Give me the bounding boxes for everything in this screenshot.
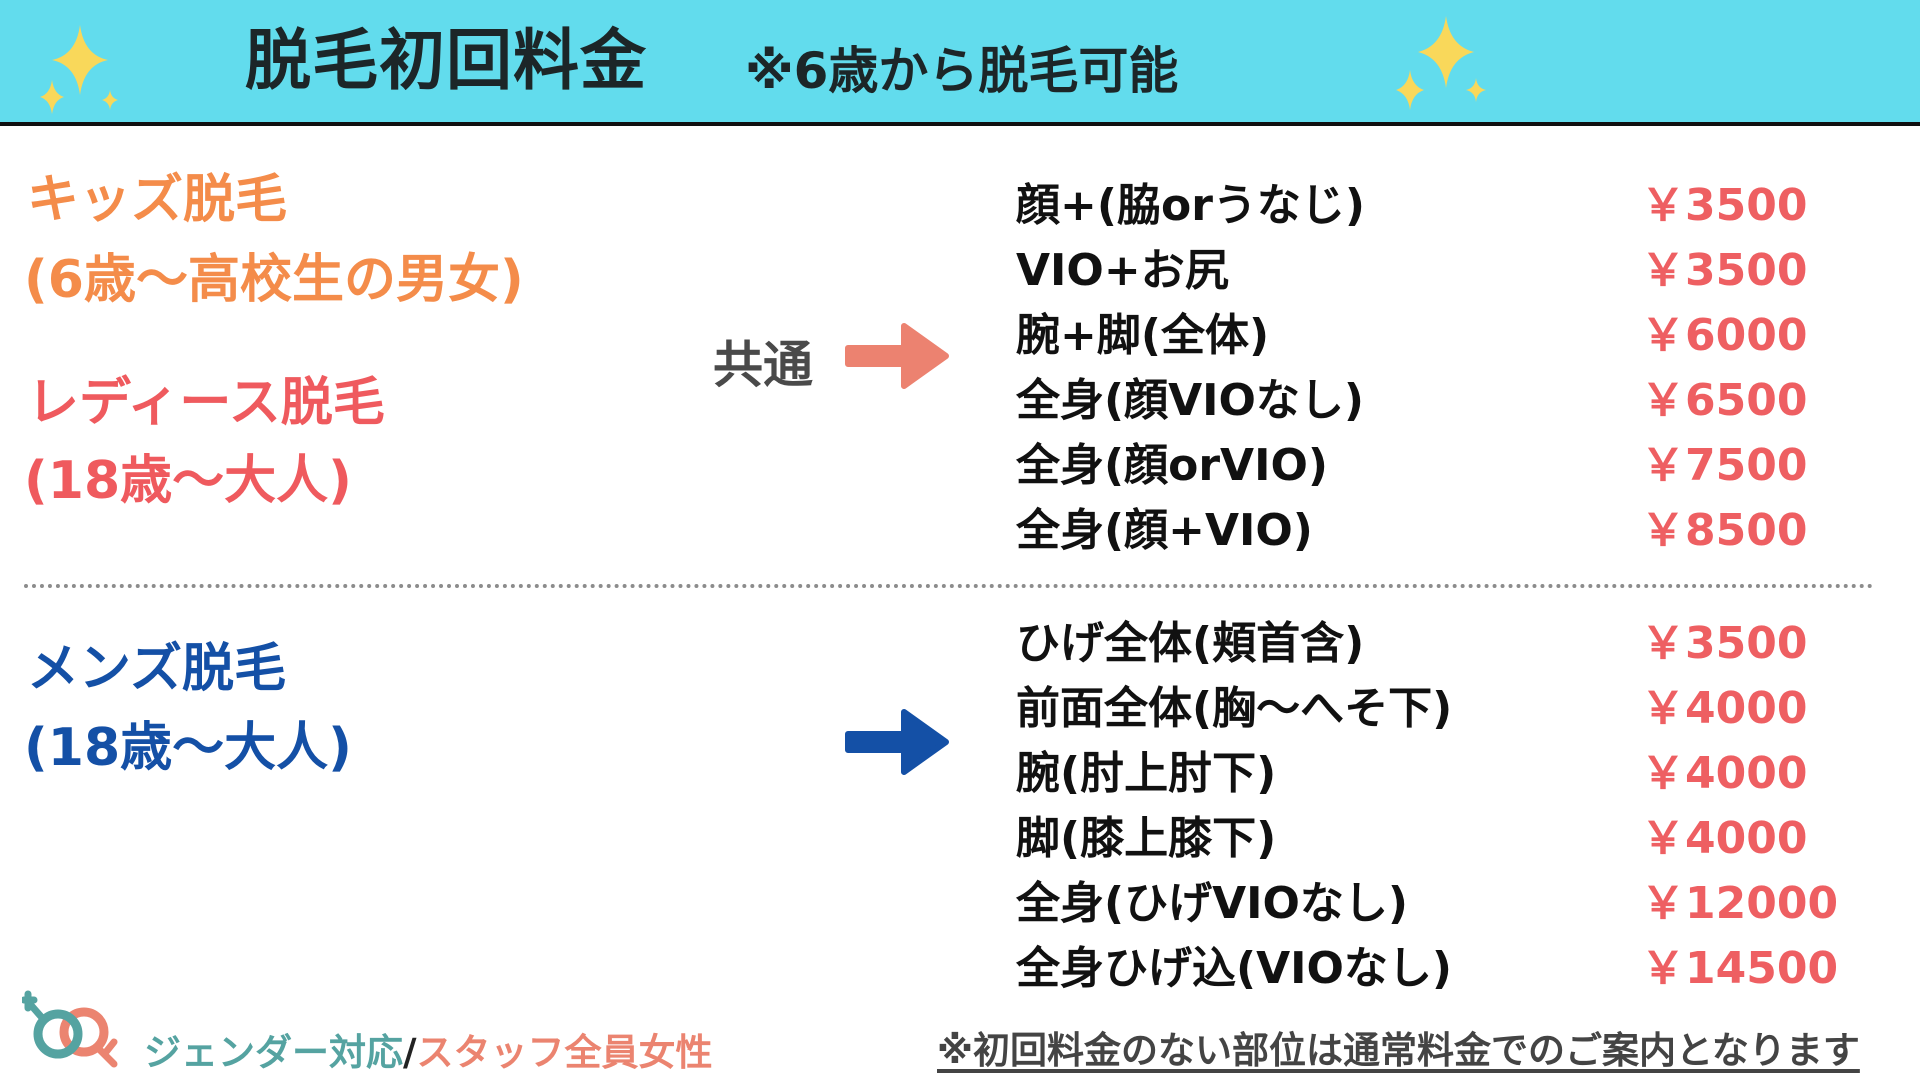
price-value: ￥6000	[1641, 309, 1808, 361]
mens-age-range: (18歳〜大人)	[24, 718, 352, 778]
price-row: 腕+脚(全体) ￥6000	[1016, 298, 1876, 363]
treatment-label: 全身ひげ込(VIOなし)	[1016, 942, 1453, 994]
mens-category-title: メンズ脱毛	[27, 639, 286, 699]
treatment-label: 前面全体(胸〜へそ下)	[1016, 682, 1453, 734]
price-value: ￥4000	[1641, 747, 1808, 799]
price-row: ひげ全体(頬首含) ￥3500	[1016, 606, 1876, 671]
mens-price-list: ひげ全体(頬首含) ￥3500 前面全体(胸〜へそ下) ￥4000 腕(肘上肘下) ￥…	[1016, 606, 1876, 996]
price-row: 前面全体(胸〜へそ下) ￥4000	[1016, 671, 1876, 736]
separator: /	[403, 1031, 417, 1074]
price-value: ￥8500	[1641, 504, 1808, 556]
kids-age-range: (6歳〜高校生の男女)	[24, 250, 524, 310]
sparkle-icon	[40, 25, 118, 114]
price-row: 顔+(脇orうなじ) ￥3500	[1016, 168, 1876, 233]
price-row: 全身ひげ込(VIOなし) ￥14500	[1016, 931, 1876, 996]
price-value: ￥12000	[1641, 877, 1839, 929]
header-banner: 脱毛初回料金 ※6歳から脱毛可能	[0, 0, 1920, 126]
price-value: ￥4000	[1641, 812, 1808, 864]
treatment-label: 脚(膝上膝下)	[1016, 812, 1277, 864]
price-row: 脚(膝上膝下) ￥4000	[1016, 801, 1876, 866]
treatment-label: 腕+脚(全体)	[1016, 309, 1270, 361]
price-value: ￥14500	[1641, 942, 1839, 994]
gender-symbol-icon	[22, 990, 118, 1068]
treatment-label: 顔+(脇orうなじ)	[1016, 179, 1366, 231]
price-value: ￥3500	[1641, 617, 1808, 669]
price-row: 腕(肘上肘下) ￥4000	[1016, 736, 1876, 801]
price-value: ￥3500	[1641, 179, 1808, 231]
female-staff-text: スタッフ全員女性	[416, 1031, 713, 1074]
common-price-list: 顔+(脇orうなじ) ￥3500 VIO+お尻 ￥3500 腕+脚(全体) ￥6000…	[1016, 168, 1876, 558]
price-row: 全身(顔+VIO) ￥8500	[1016, 493, 1876, 558]
kids-category-title: キッズ脱毛	[27, 170, 288, 230]
treatment-label: 全身(顔orVIO)	[1016, 439, 1328, 491]
treatment-label: 全身(ひげVIOなし)	[1016, 877, 1409, 929]
sparkle-icon	[1396, 16, 1486, 110]
footer-features: ジェンダー対応/スタッフ全員女性	[144, 1030, 713, 1076]
mens-arrow-icon	[845, 709, 949, 775]
footer-note: ※初回料金のない部位は通常料金でのご案内となります	[937, 1029, 1860, 1072]
price-row: VIO+お尻 ￥3500	[1016, 233, 1876, 298]
page-title: 脱毛初回料金	[245, 22, 647, 99]
treatment-label: 腕(肘上肘下)	[1016, 747, 1277, 799]
treatment-label: ひげ全体(頬首含)	[1016, 617, 1365, 669]
treatment-label: VIO+お尻	[1016, 244, 1229, 296]
ladies-category-title: レディース脱毛	[27, 373, 385, 433]
price-row: 全身(顔VIOなし) ￥6500	[1016, 363, 1876, 428]
price-value: ￥6500	[1641, 374, 1808, 426]
gender-support-text: ジェンダー対応	[144, 1031, 403, 1074]
common-arrow-icon	[845, 323, 949, 389]
price-row: 全身(ひげVIOなし) ￥12000	[1016, 866, 1876, 931]
section-divider	[24, 584, 1874, 588]
age-note: ※6歳から脱毛可能	[745, 42, 1179, 100]
common-label: 共通	[713, 336, 813, 394]
price-value: ￥4000	[1641, 682, 1808, 734]
treatment-label: 全身(顔+VIO)	[1016, 504, 1313, 556]
price-row: 全身(顔orVIO) ￥7500	[1016, 428, 1876, 493]
price-value: ￥3500	[1641, 244, 1808, 296]
ladies-age-range: (18歳〜大人)	[24, 451, 352, 511]
treatment-label: 全身(顔VIOなし)	[1016, 374, 1365, 426]
price-value: ￥7500	[1641, 439, 1808, 491]
